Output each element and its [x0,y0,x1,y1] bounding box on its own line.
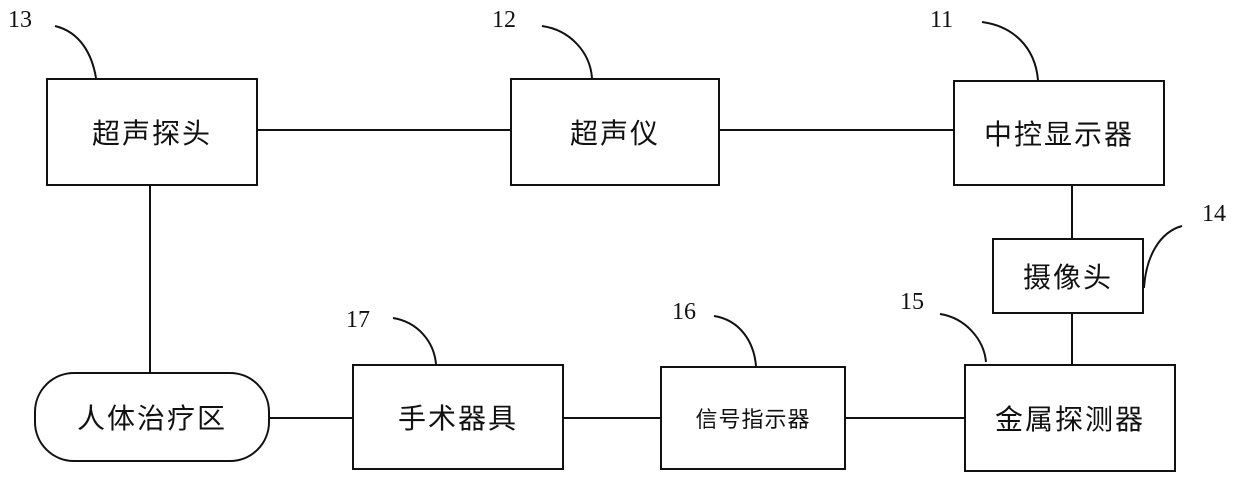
ultrasound-probe-block: 超声探头 [46,78,258,186]
leader-curve-17 [393,318,436,364]
ref-number-12: 12 [492,8,516,32]
leader-curve-15 [940,314,986,362]
metal-detector-block: 金属探测器 [964,364,1176,472]
leader-curve-12 [542,26,592,78]
signal-indicator-block: 信号指示器 [660,366,846,470]
ultrasound-device-block: 超声仪 [510,78,720,186]
leader-curve-11 [982,22,1038,80]
ref-number-14: 14 [1202,202,1226,226]
surgical-instrument-block: 手术器具 [352,364,564,470]
leader-curve-14 [1144,226,1182,288]
central-display-block: 中控显示器 [953,80,1165,186]
treatment-area-block: 人体治疗区 [34,372,270,462]
ref-number-17: 17 [346,308,370,332]
ref-number-11: 11 [930,8,953,32]
ref-number-13: 13 [8,8,32,32]
leader-curve-16 [714,316,756,366]
ref-number-15: 15 [900,290,924,314]
camera-block: 摄像头 [992,238,1144,314]
leader-curve-13 [55,26,96,78]
ref-number-16: 16 [672,300,696,324]
